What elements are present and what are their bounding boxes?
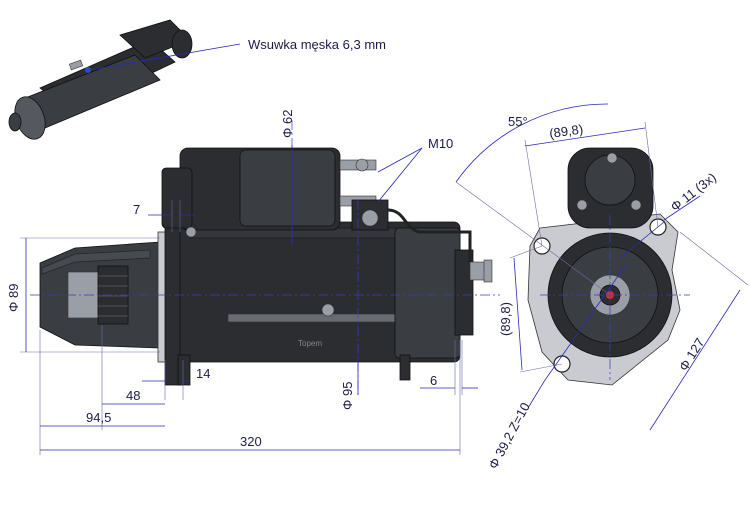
dim-angle-55: 55° (508, 114, 528, 129)
terminal-icon (85, 67, 91, 73)
dim-6: 6 (430, 373, 437, 388)
dim-320: 320 (240, 434, 262, 449)
dim-d95: Φ 95 (340, 382, 355, 410)
starter-end-view (527, 147, 681, 386)
terminal-callout: Wsuwka męska 6,3 mm (248, 37, 386, 52)
dim-d89: Φ 89 (6, 284, 21, 312)
starter-side-view: Topem (39, 147, 493, 386)
isometric-view (8, 19, 193, 140)
brand-mark: Topem (298, 339, 322, 348)
dim-d62: Φ 62 (280, 110, 295, 138)
dim-89-8-side: (89,8) (498, 302, 513, 336)
dim-d39-2: Φ 39,2 Z=10 (485, 400, 532, 471)
dim-89-8-top: (89,8) (548, 121, 584, 141)
terminal-leader (89, 43, 241, 71)
dim-m10: M10 (428, 136, 453, 151)
dim-48: 48 (126, 388, 140, 403)
dim-7: 7 (133, 202, 140, 217)
dim-d127: Φ 127 (676, 335, 708, 373)
dim-94-5: 94,5 (86, 410, 111, 425)
dim-14: 14 (196, 366, 210, 381)
dim-d11: Φ 11 (3x) (668, 170, 719, 215)
